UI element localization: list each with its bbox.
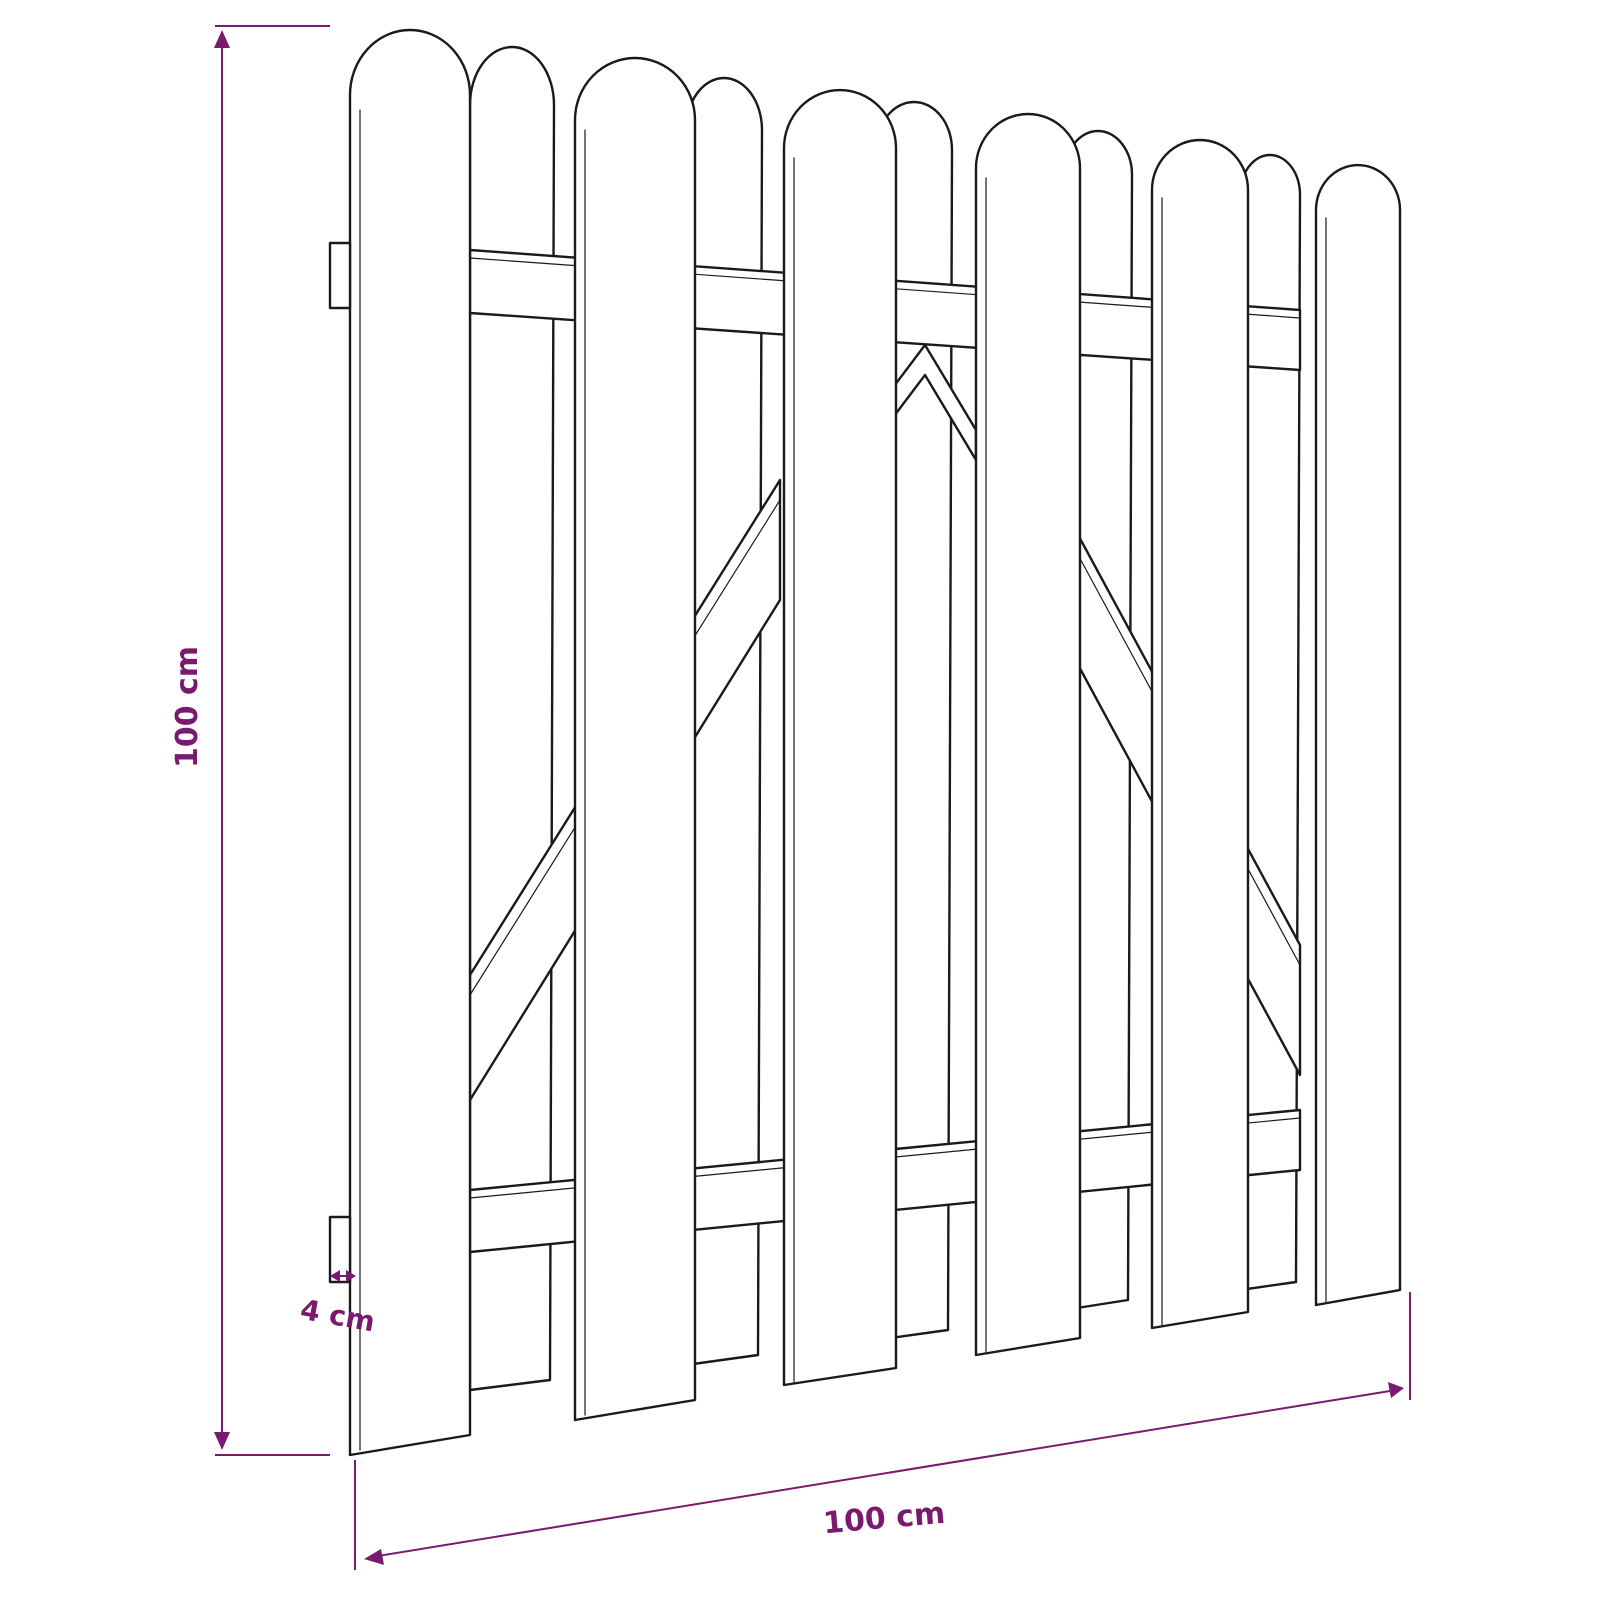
height-arrow-bottom (214, 1432, 230, 1450)
width-label: 100 cm (822, 1496, 947, 1542)
hinge-top (328, 241, 352, 310)
front-picket-3 (782, 88, 898, 1387)
height-label: 100 cm (170, 646, 205, 768)
hinge-bottom (328, 1215, 352, 1284)
front-picket-5 (1150, 138, 1250, 1330)
width-dimension-line (371, 1389, 1397, 1558)
front-picket-4 (974, 112, 1082, 1357)
thickness-arrow-right (346, 1270, 356, 1282)
dimension-lines (214, 25, 1411, 1570)
front-picket-1 (348, 28, 472, 1457)
width-arrow-left (364, 1549, 384, 1565)
fence-gate (328, 28, 1402, 1457)
front-picket-2 (573, 56, 697, 1422)
thickness-arrow-left (330, 1270, 340, 1282)
width-arrow-right (1388, 1382, 1404, 1398)
front-picket-6 (1314, 163, 1402, 1307)
height-arrow-top (214, 30, 230, 48)
